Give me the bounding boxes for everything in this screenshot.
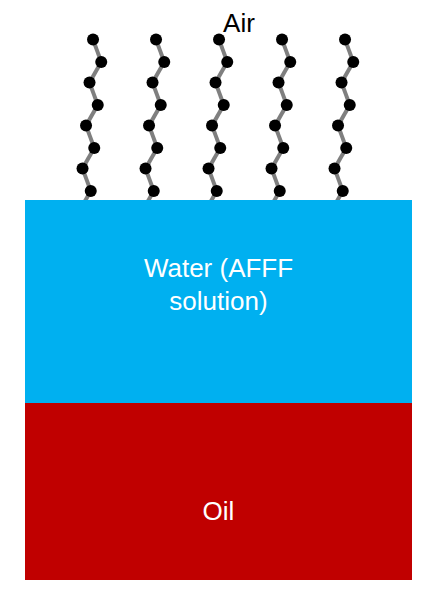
atom	[277, 142, 289, 154]
region-label: Oil	[119, 495, 319, 528]
atom	[87, 34, 99, 46]
atom	[148, 185, 160, 197]
atom	[332, 120, 344, 132]
atom	[77, 163, 89, 175]
atom	[95, 56, 107, 68]
atom	[276, 34, 288, 46]
oil-band: Oil	[25, 403, 412, 580]
atom	[273, 77, 285, 89]
atom	[337, 185, 349, 197]
water-band: Water (AFFF solution)	[25, 200, 412, 403]
atom	[84, 77, 96, 89]
atom	[147, 77, 159, 89]
atom	[211, 185, 223, 197]
atom	[329, 163, 341, 175]
atom	[218, 99, 230, 111]
atom	[340, 142, 352, 154]
atom	[214, 142, 226, 154]
atom	[203, 163, 215, 175]
atom	[274, 185, 286, 197]
atom	[206, 120, 218, 132]
atom	[339, 34, 351, 46]
atom	[85, 185, 97, 197]
atom	[151, 142, 163, 154]
atom	[281, 99, 293, 111]
atom	[336, 77, 348, 89]
atom	[143, 120, 155, 132]
atom	[284, 56, 296, 68]
atom	[210, 77, 222, 89]
atom	[158, 56, 170, 68]
atom	[347, 56, 359, 68]
atom	[221, 56, 233, 68]
atom	[140, 163, 152, 175]
atom	[150, 34, 162, 46]
region-label: Water (AFFF solution)	[119, 252, 319, 317]
region-label: Air	[223, 8, 255, 39]
atom	[269, 120, 281, 132]
atom	[88, 142, 100, 154]
atom	[155, 99, 167, 111]
atom	[266, 163, 278, 175]
atom	[344, 99, 356, 111]
atom	[80, 120, 92, 132]
atom	[92, 99, 104, 111]
